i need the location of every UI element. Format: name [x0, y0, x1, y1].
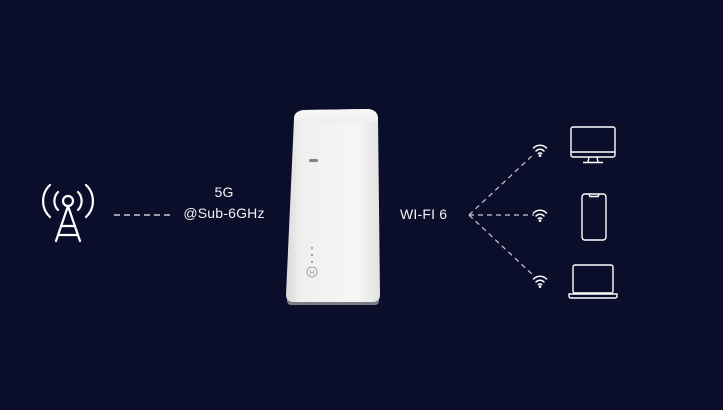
laptop-icon: [568, 264, 618, 300]
cell-tower-icon: [34, 180, 102, 244]
monitor-icon: [570, 126, 616, 164]
wifi-icon: [532, 274, 548, 288]
cellular-link-label-frequency: @Sub-6GHz: [183, 205, 265, 221]
router-device: H: [280, 105, 392, 310]
svg-text:H: H: [310, 271, 314, 277]
smartphone-icon: [581, 193, 607, 241]
wifi-standard-label: WI-FI 6: [400, 206, 448, 222]
wifi-icon: [532, 208, 548, 222]
wifi-links: [466, 150, 536, 280]
cellular-link-label: 5G @Sub-6GHz: [170, 182, 278, 224]
cellular-link-label-band: 5G: [214, 184, 234, 200]
wifi-icon: [532, 143, 548, 157]
cellular-link-line: [114, 214, 170, 216]
